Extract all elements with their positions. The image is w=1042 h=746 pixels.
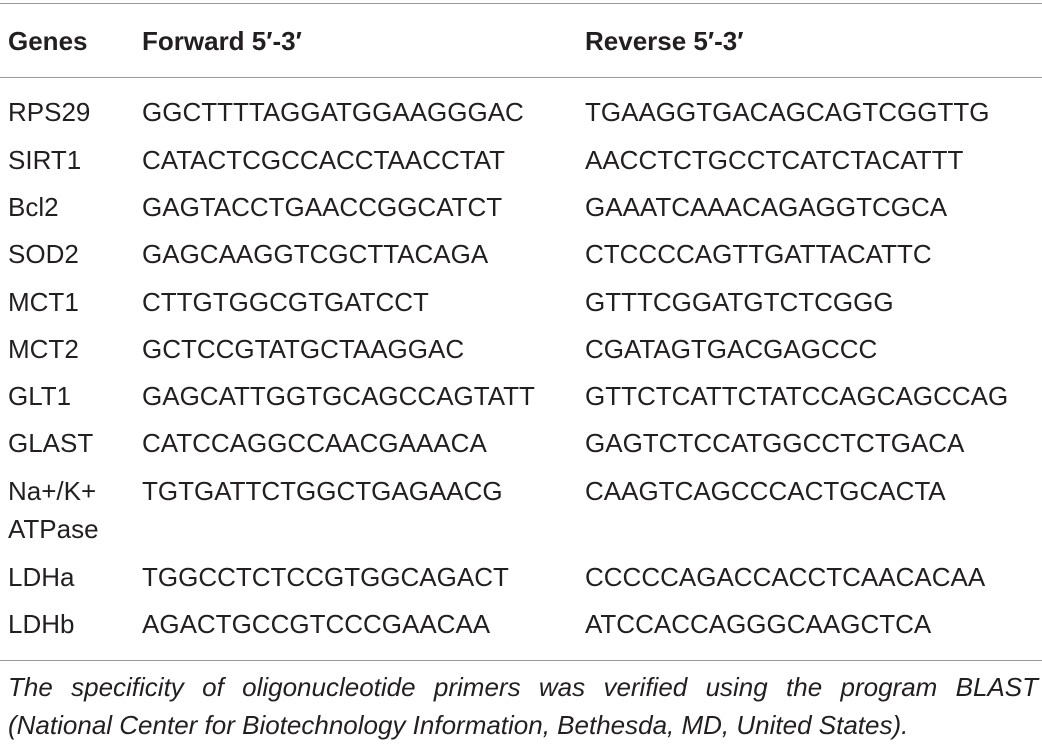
table-bottom-rule [0,660,1042,661]
forward-primer: CATCCAGGCCAACGAAACA [142,428,487,458]
forward-primer: GGCTTTTAGGATGGAAGGGAC [142,97,524,127]
reverse-primer: GTTTCGGATGTCTCGGG [585,287,894,317]
gene-name: SIRT1 [8,145,82,175]
reverse-primer: GAGTCTCCATGGCCTCTGACA [585,428,965,458]
reverse-primer: CCCCCAGACCACCTCAACACAA [585,562,986,592]
reverse-primer: TGAAGGTGACAGCAGTCGGTTG [585,97,990,127]
forward-primer: GAGCATTGGTGCAGCCAGTATT [142,381,535,411]
gene-name-line2: ATPase [8,514,99,544]
gene-name: LDHb [8,609,75,639]
reverse-primer: AACCTCTGCCTCATCTACATTT [585,145,964,175]
reverse-primer: CTCCCCAGTTGATTACATTC [585,239,932,269]
gene-name: RPS29 [8,97,91,127]
gene-name: MCT2 [8,334,79,364]
gene-name: GLT1 [8,381,72,411]
forward-primer: CATACTCGCCACCTAACCTAT [142,145,506,175]
gene-name: LDHa [8,562,75,592]
gene-name: MCT1 [8,287,79,317]
forward-primer: AGACTGCCGTCCCGAACAA [142,609,491,639]
header-forward: Forward 5′-3′ [142,26,302,56]
reverse-primer: CAAGTCAGCCCACTGCACTA [585,476,946,506]
header-genes: Genes [8,26,88,56]
forward-primer: TGGCCTCTCCGTGGCAGACT [142,562,509,592]
gene-name: Bcl2 [8,192,59,222]
header-reverse: Reverse 5′-3′ [585,26,744,56]
reverse-primer: GAAATCAAACAGAGGTCGCA [585,192,948,222]
gene-name: SOD2 [8,239,79,269]
reverse-primer: ATCCACCAGGGCAAGCTCA [585,609,932,639]
reverse-primer: GTTCTCATTCTATCCAGCAGCCAG [585,381,1009,411]
table-footnote: The specificity of oligonucleotide prime… [8,672,1038,740]
forward-primer: GAGCAAGGTCGCTTACAGA [142,239,489,269]
forward-primer: GAGTACCTGAACCGGCATCT [142,192,503,222]
forward-primer: CTTGTGGCGTGATCCT [142,287,429,317]
table-top-rule [0,3,1042,4]
forward-primer: TGTGATTCTGGCTGAGAACG [142,476,503,506]
gene-name: GLAST [8,428,94,458]
gene-name: Na+/K+ [8,476,97,506]
header-bottom-rule [0,77,1042,78]
forward-primer: GCTCCGTATGCTAAGGAC [142,334,465,364]
reverse-primer: CGATAGTGACGAGCCC [585,334,878,364]
